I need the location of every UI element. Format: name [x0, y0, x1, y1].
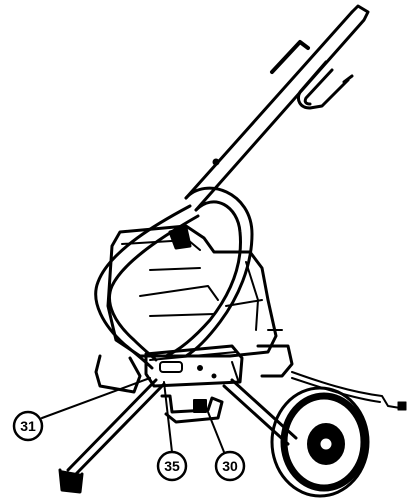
leader-31	[41, 377, 151, 419]
callout-label: 30	[222, 458, 238, 474]
hose	[291, 371, 407, 411]
leader-35	[163, 381, 173, 453]
leader-30	[207, 411, 225, 453]
pump-housing	[94, 344, 294, 424]
callout-35: 35	[156, 450, 188, 482]
callout-30: 30	[214, 450, 246, 482]
mounting-bracket	[144, 344, 244, 388]
callout-label: 31	[20, 418, 36, 434]
hose-hook	[296, 60, 354, 110]
callout-31: 31	[12, 410, 44, 442]
wheel	[270, 386, 370, 498]
leader-lines	[41, 377, 225, 453]
callout-label: 35	[164, 458, 180, 474]
